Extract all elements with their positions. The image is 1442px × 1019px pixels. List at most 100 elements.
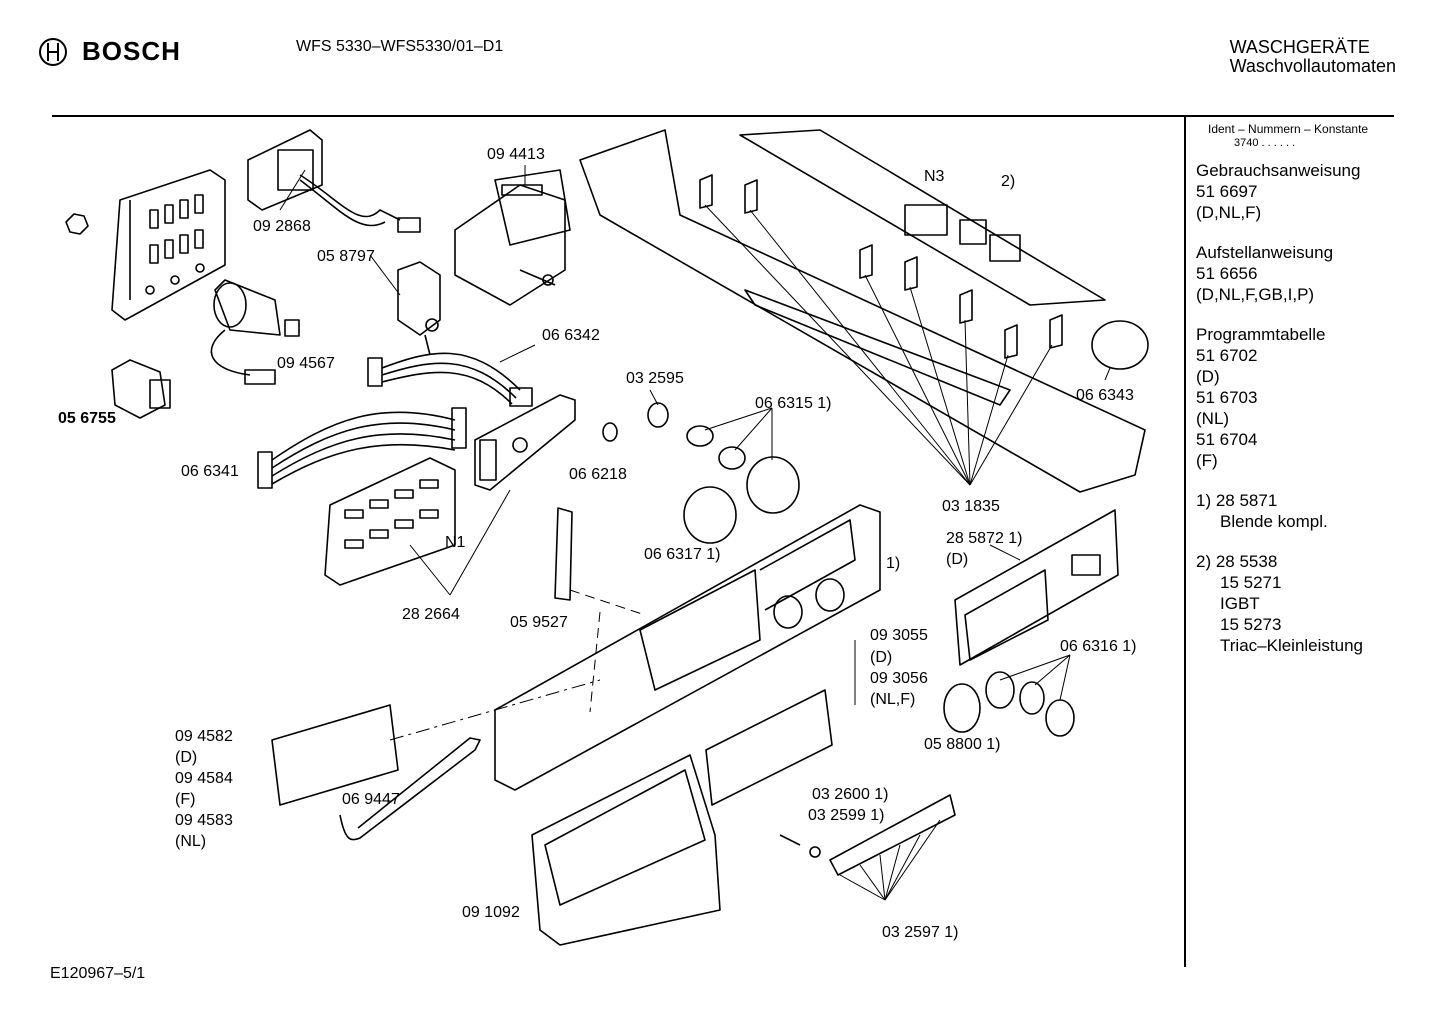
part-label: (F) <box>175 791 196 808</box>
part-label: 09 3056 <box>870 670 928 687</box>
part-label: 09 2868 <box>253 218 311 235</box>
relay-drawing <box>111 359 171 419</box>
category: WASCHGERÄTE Waschvollautomaten <box>1230 38 1396 76</box>
ident-value: 3740 . . . . . . <box>1234 137 1296 149</box>
window-plate-left-drawing <box>271 704 399 806</box>
sidebar-divider <box>1184 117 1186 967</box>
part-label: 09 4584 <box>175 770 233 787</box>
knob-2-drawing <box>943 671 1075 737</box>
model-number: WFS 5330–WFS5330/01–D1 <box>296 38 504 55</box>
doc-block: Gebrauchsanweisung 51 6697 (D,NL,F) <box>1196 160 1436 223</box>
part-label: 1) <box>886 555 901 572</box>
part-label: 06 6342 <box>542 327 600 344</box>
leader-lines <box>279 165 1111 901</box>
handle-drawing <box>339 737 481 841</box>
knobs-drawing <box>602 402 800 544</box>
filter-drawing <box>247 129 421 233</box>
control-board-drawing <box>324 394 576 586</box>
part-label: 06 6341 <box>181 463 239 480</box>
note-block: 1) 28 5871 Blende kompl. <box>1196 490 1436 532</box>
capacitor-drawing <box>210 279 300 385</box>
display-drawing <box>954 509 1119 666</box>
switch-drawing <box>397 261 441 356</box>
part-label: 28 5872 1) <box>946 530 1023 547</box>
doc-line: 51 6702 <box>1196 346 1258 365</box>
parts-sidebar: Ident – Nummern – Konstante 3740 . . . .… <box>1196 122 1436 656</box>
part-label: 03 2597 1) <box>882 924 959 941</box>
note-line: IGBT <box>1220 594 1260 613</box>
control-panel-drawing <box>494 504 881 791</box>
part-label: 03 2600 1) <box>812 786 889 803</box>
doc-line: 51 6656 <box>1196 264 1258 283</box>
part-label: 05 6755 <box>58 410 116 427</box>
doc-line: Gebrauchsanweisung <box>1196 161 1361 180</box>
note-line: Triac–Kleinleistung <box>1220 636 1363 655</box>
doc-line: (D,NL,F) <box>1196 203 1262 222</box>
note-block: 2) 28 5538 15 5271 IGBT 15 5273 Triac–Kl… <box>1196 551 1436 656</box>
part-label: 03 2595 <box>626 370 684 387</box>
doc-line: 51 6704 <box>1196 430 1258 449</box>
part-label: 06 6343 <box>1076 387 1134 404</box>
nut-drawing <box>65 213 89 235</box>
part-label: 06 9447 <box>342 791 400 808</box>
window-plate-right-drawing <box>705 689 833 806</box>
bosch-logo-icon <box>39 37 67 66</box>
part-label: (NL,F) <box>870 691 916 708</box>
part-label: 06 6315 1) <box>755 395 832 412</box>
part-label: 05 9527 <box>510 614 568 631</box>
note-line: 1) 28 5871 <box>1196 491 1278 510</box>
part-label: 09 3055 <box>870 627 928 644</box>
drawing-code: E120967–5/1 <box>50 965 146 982</box>
keyblock-drawing <box>779 794 956 876</box>
part-label: (NL) <box>175 833 207 850</box>
doc-line: (D) <box>1196 367 1220 386</box>
doc-line: (D,NL,F,GB,I,P) <box>1196 285 1315 304</box>
part-label: 2) <box>1001 173 1016 190</box>
brand-name: BOSCH <box>82 36 181 66</box>
part-label: 09 4413 <box>487 146 545 163</box>
header-divider <box>52 115 1394 117</box>
part-label: 09 4583 <box>175 812 233 829</box>
doc-line: Aufstellanweisung <box>1196 243 1334 262</box>
part-label: 06 6218 <box>569 466 627 483</box>
part-label: 09 4567 <box>277 355 335 372</box>
part-label: (D) <box>946 551 969 568</box>
doc-block: Programmtabelle 51 6702 (D) 51 6703 (NL)… <box>1196 324 1436 471</box>
part-label: N3 <box>924 168 945 185</box>
brand-header: BOSCH <box>38 36 181 67</box>
note-line: 15 5273 <box>1220 615 1282 634</box>
harness-drawing <box>367 352 533 407</box>
ident-title: Ident – Nummern – Konstante <box>1208 122 1369 136</box>
note-line: 2) 28 5538 <box>1196 552 1278 571</box>
sensor-drawing <box>1091 320 1149 370</box>
doc-line: Programmtabelle <box>1196 325 1326 344</box>
doc-line: (F) <box>1196 451 1218 470</box>
door-drawing <box>531 754 721 946</box>
part-label: (D) <box>175 749 198 766</box>
doc-line: 51 6703 <box>1196 388 1258 407</box>
part-label: 09 4582 <box>175 728 233 745</box>
category-subtitle: Waschvollautomaten <box>1229 56 1396 76</box>
note-line: Blende kompl. <box>1220 512 1328 531</box>
part-label: 06 6316 1) <box>1060 638 1137 655</box>
doc-block: Aufstellanweisung 51 6656 (D,NL,F,GB,I,P… <box>1196 242 1436 305</box>
part-label: 28 2664 <box>402 606 460 623</box>
part-label: 05 8797 <box>317 248 375 265</box>
housing-drawing <box>579 129 1146 493</box>
relay-board-drawing <box>111 169 226 321</box>
clips-drawing <box>699 174 1063 359</box>
part-label: N1 <box>445 534 466 551</box>
motor-drawing <box>454 169 571 306</box>
category-title: WASCHGERÄTE <box>1229 37 1370 57</box>
part-label: 09 1092 <box>462 904 520 921</box>
part-label: 03 1835 <box>942 498 1000 515</box>
part-label: 05 8800 1) <box>924 736 1001 753</box>
doc-line: 51 6697 <box>1196 182 1258 201</box>
lever-drawing <box>554 507 573 601</box>
note-line: 15 5271 <box>1220 573 1282 592</box>
part-label: (D) <box>870 649 893 666</box>
part-label: 03 2599 1) <box>808 807 885 824</box>
harness-2-drawing <box>257 407 467 489</box>
part-label: 06 6317 1) <box>644 546 721 563</box>
